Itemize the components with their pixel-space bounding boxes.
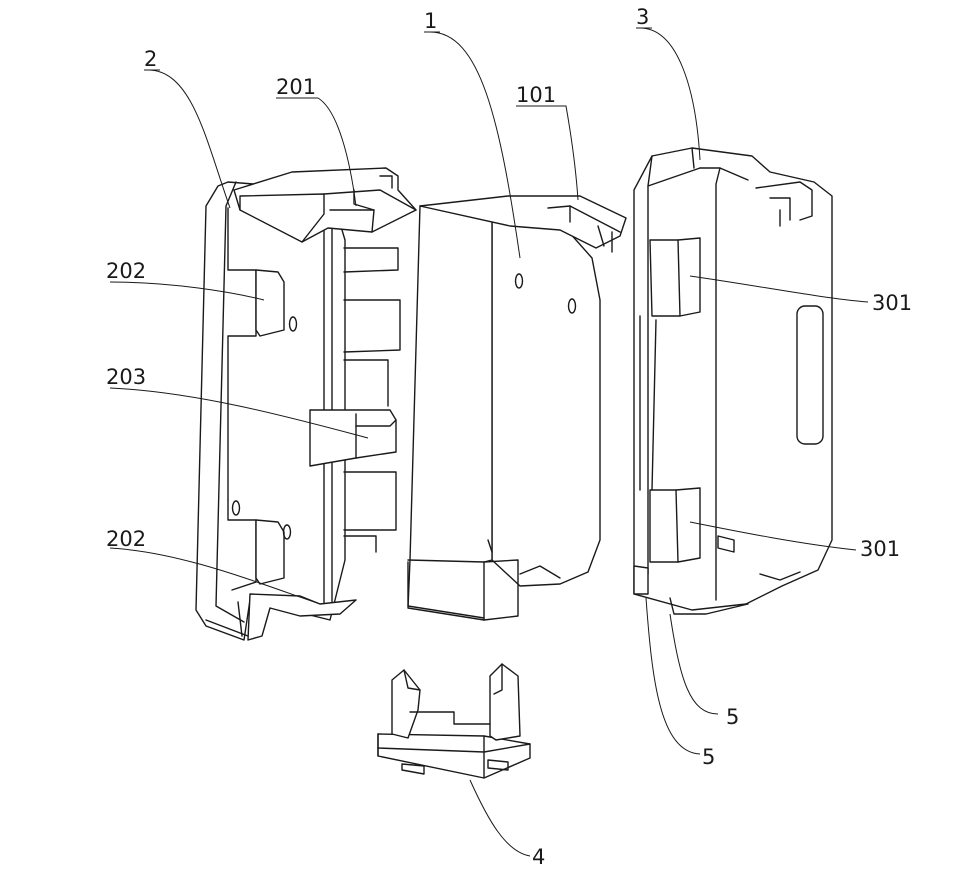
part-4-clip xyxy=(377,663,531,779)
label-1: 1 xyxy=(424,9,437,33)
leader-2 xyxy=(147,69,231,209)
leader-202b xyxy=(109,547,321,605)
label-301a: 301 xyxy=(872,291,912,315)
leader-202a xyxy=(109,281,265,301)
leader-5b xyxy=(645,597,701,755)
leader-101 xyxy=(516,105,579,201)
leader-301b xyxy=(689,521,857,551)
leader-201 xyxy=(276,97,357,207)
label-2: 2 xyxy=(144,47,157,71)
part-2-housing xyxy=(195,167,417,641)
leader-1 xyxy=(429,31,521,259)
leader-301a xyxy=(689,275,869,303)
label-202a: 202 xyxy=(106,259,146,283)
leader-lines xyxy=(109,27,869,857)
leader-3 xyxy=(639,27,701,161)
reference-labels: 1 2 3 4 5 5 101 201 202 203 202 301 301 xyxy=(106,5,912,869)
leader-203 xyxy=(109,387,369,439)
label-3: 3 xyxy=(636,5,649,29)
label-5b: 5 xyxy=(702,745,715,769)
leader-5a xyxy=(669,613,719,715)
label-301b: 301 xyxy=(860,537,900,561)
label-202b: 202 xyxy=(106,527,146,551)
leader-4 xyxy=(469,779,531,857)
part-3-housing xyxy=(633,147,833,615)
label-101: 101 xyxy=(516,83,556,107)
label-5a: 5 xyxy=(726,705,739,729)
label-203: 203 xyxy=(106,365,146,389)
label-201: 201 xyxy=(276,75,316,99)
part-1-core xyxy=(407,195,627,621)
label-4: 4 xyxy=(532,845,545,869)
